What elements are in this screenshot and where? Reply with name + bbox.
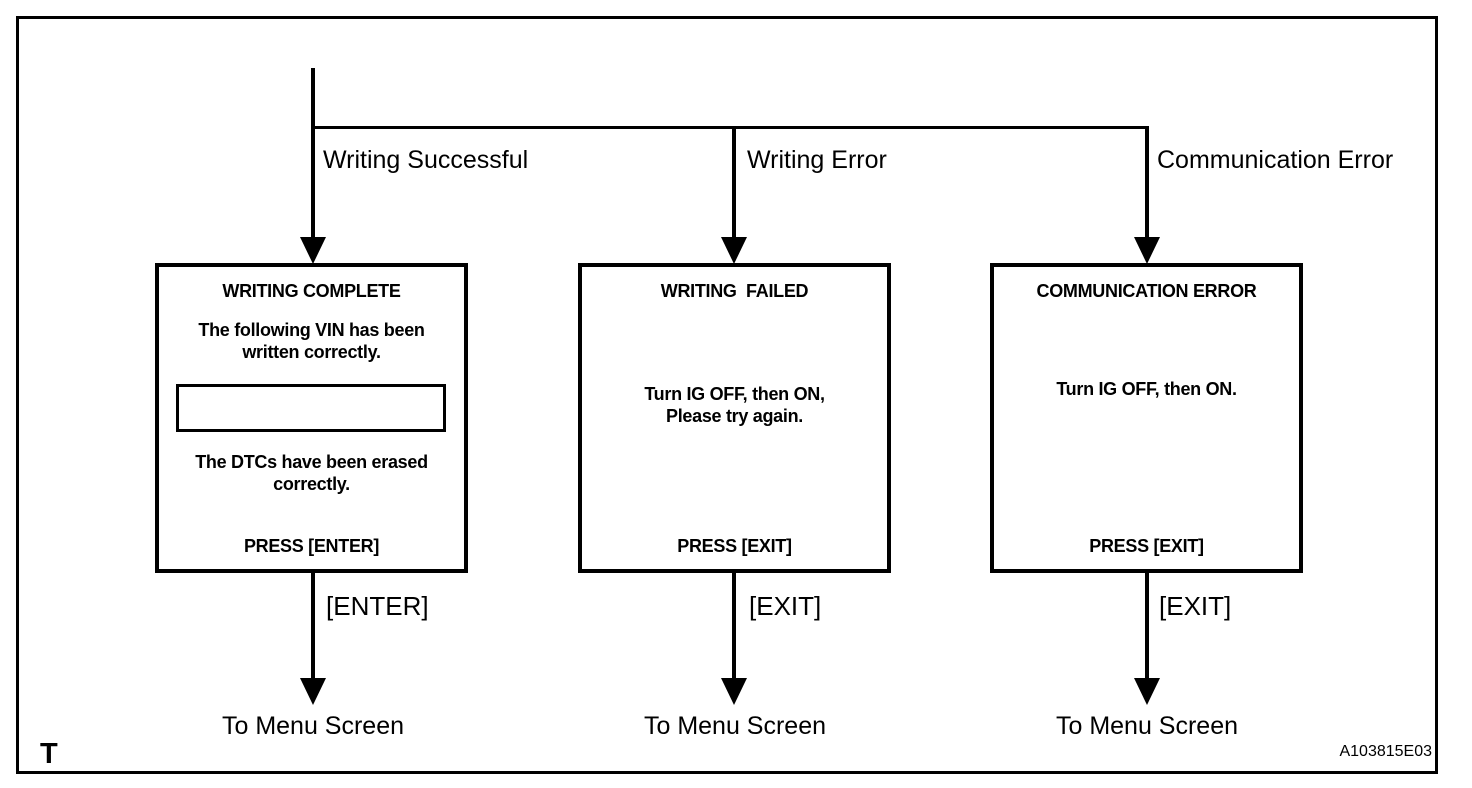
connector-stem-main: [311, 68, 315, 242]
vin-written-message-line1: The following VIN has been: [198, 320, 425, 340]
writing-failed-message: Turn IG OFF, then ON, Please try again.: [582, 383, 887, 427]
writing-complete-box: WRITING COMPLETE The following VIN has b…: [155, 263, 468, 573]
vin-written-message: The following VIN has been written corre…: [159, 319, 464, 363]
arrowhead-down-icon: [721, 678, 747, 705]
destination-menu-screen: To Menu Screen: [1055, 712, 1239, 740]
connector-drop-communication-error: [1145, 126, 1149, 238]
connector-exit-writing-complete: [311, 573, 315, 679]
communication-error-message: Turn IG OFF, then ON.: [1056, 379, 1237, 399]
communication-error-box: COMMUNICATION ERROR Turn IG OFF, then ON…: [990, 263, 1303, 573]
figure-code: A103815E03: [1339, 743, 1432, 760]
press-exit-instruction: PRESS [EXIT]: [1089, 536, 1204, 556]
key-label-exit: [EXIT]: [1159, 591, 1232, 621]
connector-drop-writing-error: [732, 126, 736, 238]
communication-error-title: COMMUNICATION ERROR: [1036, 281, 1257, 301]
connector-rail-horizontal: [311, 126, 1149, 129]
branch-label-communication-error: Communication Error: [1157, 146, 1394, 174]
press-enter-instruction: PRESS [ENTER]: [243, 536, 380, 556]
arrowhead-down-icon: [300, 678, 326, 705]
arrowhead-down-icon: [1134, 237, 1160, 264]
vin-written-message-line2: written correctly.: [242, 342, 381, 362]
dtc-erased-message-line1: The DTCs have been erased: [195, 452, 428, 472]
arrowhead-down-icon: [300, 237, 326, 264]
connector-exit-communication-error: [1145, 573, 1149, 679]
branch-label-writing-error: Writing Error: [747, 146, 887, 174]
vin-display-field: [176, 384, 446, 432]
destination-menu-screen: To Menu Screen: [643, 712, 827, 740]
branch-label-writing-successful: Writing Successful: [323, 146, 529, 174]
key-label-exit: [EXIT]: [749, 591, 822, 621]
arrowhead-down-icon: [721, 237, 747, 264]
key-label-enter: [ENTER]: [326, 591, 429, 621]
writing-failed-box: WRITING FAILED Turn IG OFF, then ON, Ple…: [578, 263, 891, 573]
dtc-erased-message-line2: correctly.: [273, 474, 350, 494]
destination-menu-screen: To Menu Screen: [221, 712, 405, 740]
writing-complete-title: WRITING COMPLETE: [222, 281, 401, 301]
connector-exit-writing-failed: [732, 573, 736, 679]
writing-failed-message-line2: Please try again.: [666, 406, 803, 426]
writing-failed-title: WRITING FAILED: [660, 281, 809, 301]
arrowhead-down-icon: [1134, 678, 1160, 705]
dtc-erased-message: The DTCs have been erased correctly.: [159, 451, 464, 495]
press-exit-instruction: PRESS [EXIT]: [677, 536, 792, 556]
page-corner-label: T: [40, 738, 58, 770]
writing-failed-message-line1: Turn IG OFF, then ON,: [644, 384, 825, 404]
